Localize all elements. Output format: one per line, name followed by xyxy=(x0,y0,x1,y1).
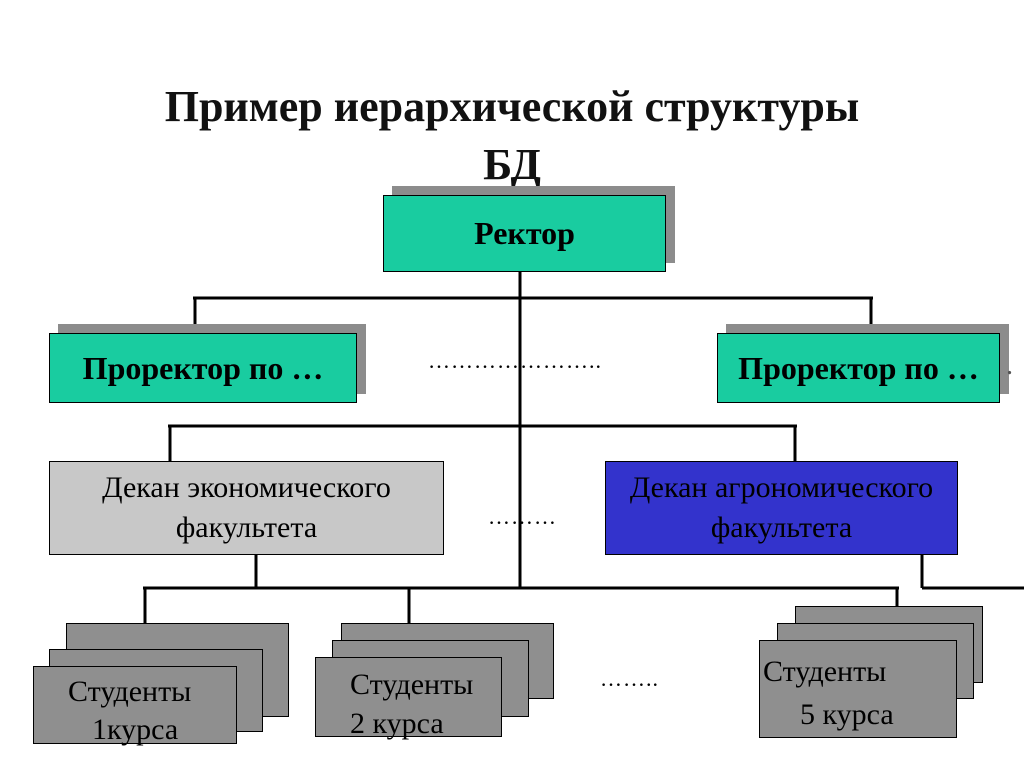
students-2-card: Студенты 2 курса xyxy=(315,657,502,740)
rector-box: Ректор xyxy=(383,195,666,272)
title-line-2: БД xyxy=(483,140,541,189)
dean-agronomy-line-1: Декан агрономического xyxy=(629,471,934,504)
students-5-card: Студенты 5 курса xyxy=(759,640,957,738)
students-5-line-2: 5 курса xyxy=(800,698,894,731)
dean-economics-line-2: факультета xyxy=(175,511,318,544)
prorector-right-box: Проректор по … xyxy=(717,333,1000,403)
prorector-right-label: Проректор по … xyxy=(738,349,979,386)
dean-economics-line-1: Декан экономического xyxy=(102,471,391,504)
prorector-left-box: Проректор по … xyxy=(49,333,357,403)
students-1-line-1: Студенты xyxy=(68,675,192,708)
diagram-title: Пример иерархической структуры БД xyxy=(0,78,1024,194)
prorector-ellipsis: ………………….. xyxy=(428,348,602,373)
students-ellipsis: …….. xyxy=(600,666,659,691)
rector-label: Ректор xyxy=(474,215,575,251)
students-2-line-1: Студенты xyxy=(350,668,474,701)
students-5-line-1: Студенты xyxy=(763,655,887,688)
students-1-card: Студенты 1курса xyxy=(33,666,237,746)
side-dot: . xyxy=(1006,350,1014,381)
dean-economics-box: Декан экономического факультета xyxy=(49,461,444,555)
students-2-line-2: 2 курса xyxy=(350,707,444,740)
prorector-left-label: Проректор по … xyxy=(82,349,324,386)
dean-agronomy-line-2: факультета xyxy=(710,511,853,544)
title-line-1: Пример иерархической структуры xyxy=(164,82,860,131)
students-1-line-2: 1курса xyxy=(92,713,179,746)
dean-ellipsis: ……… xyxy=(488,504,557,529)
dean-agronomy-box: Декан агрономического факультета xyxy=(605,461,958,555)
